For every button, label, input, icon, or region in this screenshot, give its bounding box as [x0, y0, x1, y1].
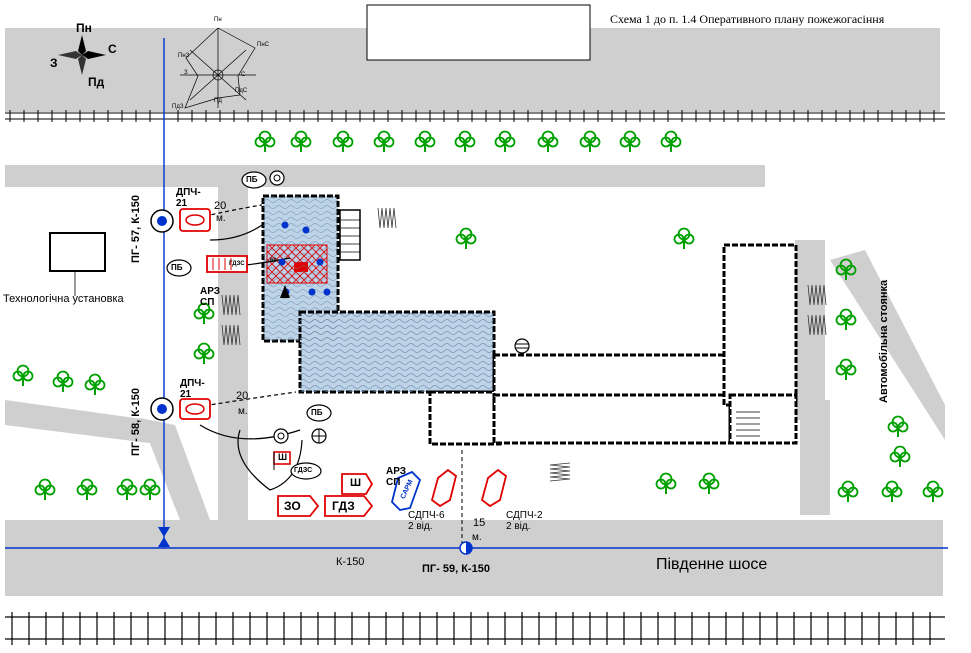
compass-icon	[58, 35, 106, 75]
embankment-icon	[549, 462, 571, 482]
hydrant-57-icon	[150, 209, 174, 233]
dpch21-a-label: ДПЧ- 21	[176, 187, 201, 209]
compass-south-label: Пд	[88, 75, 105, 89]
water-main	[5, 38, 948, 549]
sdpch6-label: СДПЧ-6 2 від.	[408, 510, 445, 532]
windrose-label: ПнЗ	[178, 53, 190, 59]
gdzs-marker-icon	[290, 462, 322, 480]
compass-east-label: С	[108, 42, 117, 56]
windrose-label: Пн	[214, 17, 222, 23]
page-title: Схема 1 до п. 1.4 Оперативного плану пож…	[610, 12, 885, 26]
hydrant-58-icon	[150, 397, 174, 421]
pb-label: ПБ	[171, 263, 183, 272]
distance-unit: м.	[216, 213, 226, 224]
gdz-label: ГДЗ	[332, 499, 355, 513]
pb-label: ПБ	[246, 175, 258, 184]
pb-marker-icon	[166, 259, 192, 277]
sh-flag	[273, 451, 291, 470]
hydrant-57-label: ПГ- 57, К-150	[130, 195, 142, 263]
truck-sdpch2-icon	[480, 468, 508, 508]
compass-north-label: Пн	[76, 21, 92, 35]
tech-unit-box	[49, 232, 106, 272]
pb-label: ПБ	[311, 408, 323, 417]
truck-sdpch6-icon	[430, 468, 458, 508]
road-name: Південне шосе	[656, 556, 768, 573]
truck-sarm-icon	[391, 470, 422, 511]
arz-bottom-label: АРЗ СП	[386, 466, 407, 488]
gdzs-label: ГДЗС	[294, 467, 313, 474]
windrose-label: ПдС	[235, 88, 248, 94]
zo-label: ЗО	[284, 499, 301, 513]
windrose-label: ПдЗ	[172, 104, 184, 110]
arz-left-label: АРЗ СП	[200, 286, 221, 308]
windrose-label: З	[184, 70, 188, 76]
nozzle-count-label: 60	[270, 258, 277, 264]
vent-icon	[514, 338, 530, 354]
pb-marker-icon	[241, 171, 267, 189]
nozzle-icons	[278, 221, 331, 296]
tech-unit-label: Технологічна установка	[3, 293, 124, 305]
gdzs-label: ГДЗС	[229, 261, 245, 267]
embankment-icon	[377, 207, 397, 229]
windrose-label: С	[241, 72, 246, 78]
title-stamp-box	[366, 4, 591, 61]
sdpch2-label: СДПЧ-2 2 від.	[506, 510, 543, 532]
building	[261, 194, 798, 446]
pb-marker-icon	[306, 404, 332, 422]
windrose-icon	[180, 27, 256, 109]
sh-box	[341, 473, 374, 495]
distance-unit: м.	[472, 532, 482, 543]
distance-label: 20	[214, 200, 227, 212]
hydrant-59-label: ПГ- 59, К-150	[422, 563, 490, 575]
zo-box	[277, 495, 320, 517]
compass-west-label: З	[50, 56, 58, 70]
parking-label: Автомобільна стоянка	[878, 279, 890, 403]
railway-top	[5, 112, 945, 120]
distance-unit: м.	[238, 406, 248, 417]
attack-arrow-icon	[280, 285, 290, 298]
windrose-label: ПнС	[257, 42, 269, 48]
hose-reel-icon	[269, 170, 289, 444]
truck-dpch21-b-icon	[179, 398, 211, 420]
distance-label: 20	[236, 390, 249, 402]
distance-label: 15	[473, 517, 486, 529]
sh-label: Ш	[350, 477, 362, 489]
nozzle-monitor-icon	[311, 428, 327, 444]
hydrant-59-icon	[459, 541, 473, 555]
pipe-label: К-150	[336, 556, 365, 568]
ladder-truck-icon	[206, 255, 248, 273]
dpch21-b-label: ДПЧ- 21	[180, 378, 205, 400]
windrose-label: Пд	[214, 98, 222, 104]
hydrant-58-label: ПГ- 58, К-150	[130, 388, 142, 456]
railway-bottom	[5, 616, 945, 640]
gdz-box	[324, 495, 374, 517]
truck-dpch21-a-icon	[179, 208, 211, 232]
sh-label: Ш	[278, 452, 288, 462]
